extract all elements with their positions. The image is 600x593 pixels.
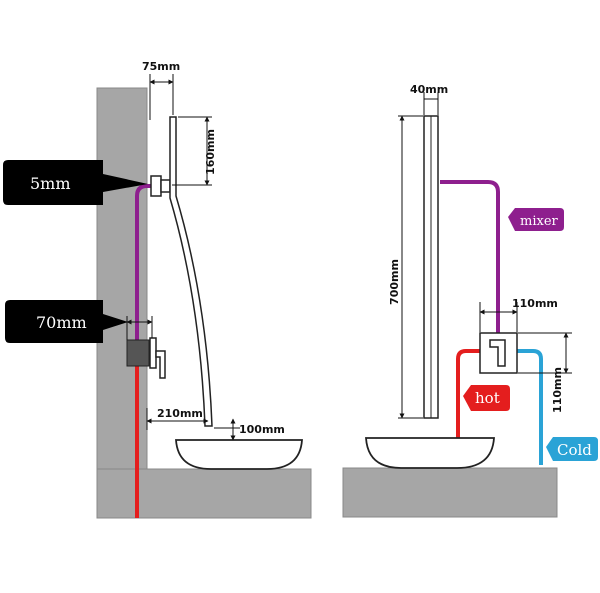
dim-spout-reach: 210mm [146,407,209,430]
tag-mixer: mixer [508,208,564,231]
dim-panel-width: 40mm [410,83,448,115]
right-view: 40mm 700mm 110mm 110mm mixer [342,83,598,518]
tag-cold: Cold [546,437,598,461]
tag-hot: hot [463,385,510,411]
concealed-valve-plate [149,337,157,369]
callout-valve-depth-label: 70mm [36,313,87,332]
dim-valve-depth [126,316,153,340]
dim-valve-height: 110mm [518,332,572,413]
dim-top-offset: 75mm [142,60,180,120]
tag-hot-label: hot [475,389,500,407]
wall-fitting-nut [160,179,171,193]
concealed-valve-body [126,339,150,367]
left-mixer-pipe [135,184,152,350]
right-floor [342,467,558,518]
right-hot-pipe [456,349,485,440]
right-mixer-pipe [440,180,500,336]
tag-mixer-label: mixer [520,214,559,229]
tag-cold-label: Cold [557,441,592,459]
right-basin [365,437,495,469]
dim-top-offset-label: 75mm [142,60,180,73]
dim-valve-width: 110mm [479,297,558,332]
dim-basin-gap: 100mm [214,418,285,441]
dim-valve-width-label: 110mm [512,297,558,310]
dim-valve-height-label: 110mm [551,367,564,413]
dim-arm-drop: 160mm [172,116,217,186]
dim-panel-width-label: 40mm [410,83,448,96]
valve-handle [155,350,166,379]
callout-valve-depth: 70mm [5,300,128,343]
left-basin [175,439,303,470]
dim-panel-height-label: 700mm [388,259,401,305]
left-floor [96,468,312,519]
left-view: 75mm 160mm 210mm 100mm [3,60,312,519]
dim-basin-gap-label: 100mm [239,423,285,436]
right-cold-pipe [511,349,543,465]
callout-wall-gap: 5mm [3,160,148,205]
dim-arm-drop-label: 160mm [204,129,217,175]
curved-spout [169,116,213,427]
dim-spout-reach-label: 210mm [157,407,203,420]
wall-fitting [150,175,162,197]
left-wall [96,87,148,519]
mixer-valve-lever [489,339,506,367]
callout-wall-gap-label: 5mm [30,174,71,193]
dim-panel-height: 700mm [388,115,423,419]
